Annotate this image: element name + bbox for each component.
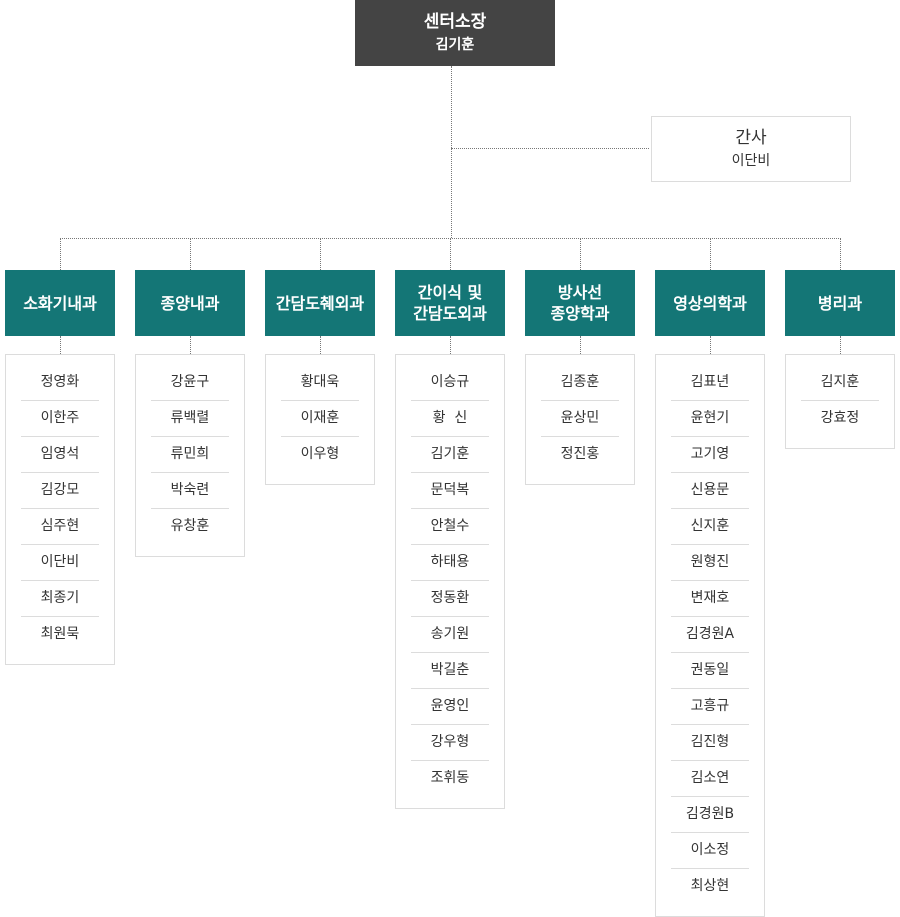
member-item: 송기원 — [411, 617, 489, 653]
connector-dept-5 — [710, 238, 711, 270]
member-item: 고기영 — [671, 437, 749, 473]
dept-header-transplant-surgery: 간이식 및 간담도외과 — [395, 270, 505, 336]
dept-header-radiation-oncology: 방사선 종양학과 — [525, 270, 635, 336]
dept-header-pathology: 병리과 — [785, 270, 895, 336]
member-item: 심주현 — [21, 509, 99, 545]
dept-header-oncology: 종양내과 — [135, 270, 245, 336]
member-item: 강윤구 — [151, 365, 229, 401]
member-list-oncology: 강윤구 류백렬 류민희 박숙련 유창훈 — [135, 354, 245, 557]
member-item: 하태용 — [411, 545, 489, 581]
connector-dept-2 — [320, 238, 321, 270]
member-item: 신용문 — [671, 473, 749, 509]
member-item: 신지훈 — [671, 509, 749, 545]
member-item: 정영화 — [21, 365, 99, 401]
secretary-box: 간사 이단비 — [651, 116, 851, 182]
director-box: 센터소장 김기훈 — [355, 0, 555, 66]
member-item: 류백렬 — [151, 401, 229, 437]
connector-dept-1 — [190, 238, 191, 270]
connector-list-1 — [190, 336, 191, 354]
member-item: 김기훈 — [411, 437, 489, 473]
member-item: 유창훈 — [170, 518, 210, 534]
member-item: 김종훈 — [541, 365, 619, 401]
member-item: 윤상민 — [541, 401, 619, 437]
member-item: 김표년 — [671, 365, 749, 401]
connector-dept-3 — [450, 238, 451, 270]
member-item: 조휘동 — [430, 770, 470, 786]
director-title: 센터소장 — [423, 12, 487, 32]
member-item: 최상현 — [690, 878, 730, 894]
member-item: 안철수 — [411, 509, 489, 545]
member-item: 황 신 — [411, 401, 489, 437]
member-item: 최종기 — [21, 581, 99, 617]
member-item: 김진형 — [671, 725, 749, 761]
member-item: 윤현기 — [671, 401, 749, 437]
member-item: 정진홍 — [560, 446, 600, 462]
member-item: 강효정 — [820, 410, 860, 426]
connector-list-2 — [320, 336, 321, 354]
member-item: 문덕복 — [411, 473, 489, 509]
member-list-radiology: 김표년 윤현기 고기영 신용문 신지훈 원형진 변재호 김경원A 권동일 고흥규… — [655, 354, 765, 917]
director-name: 김기훈 — [435, 37, 475, 53]
member-item: 윤영인 — [411, 689, 489, 725]
connector-list-5 — [710, 336, 711, 354]
connector-list-3 — [450, 336, 451, 354]
dept-header-hbp-surgery: 간담도췌외과 — [265, 270, 375, 336]
member-item: 김강모 — [21, 473, 99, 509]
connector-director-trunk — [451, 66, 452, 238]
member-item: 변재호 — [671, 581, 749, 617]
member-list-radiation-oncology: 김종훈 윤상민 정진홍 — [525, 354, 635, 485]
connector-dept-0 — [60, 238, 61, 270]
member-item: 이단비 — [21, 545, 99, 581]
member-list-hbp-surgery: 황대욱 이재훈 이우형 — [265, 354, 375, 485]
member-item: 이우형 — [300, 446, 340, 462]
member-item: 박숙련 — [151, 473, 229, 509]
member-list-transplant-surgery: 이승규 황 신 김기훈 문덕복 안철수 하태용 정동환 송기원 박길춘 윤영인 … — [395, 354, 505, 809]
connector-list-6 — [840, 336, 841, 354]
connector-dept-4 — [580, 238, 581, 270]
member-item: 강우형 — [411, 725, 489, 761]
member-list-pathology: 김지훈 강효정 — [785, 354, 895, 449]
dept-header-gastroenterology: 소화기내과 — [5, 270, 115, 336]
member-item: 고흥규 — [671, 689, 749, 725]
member-item: 원형진 — [671, 545, 749, 581]
member-item: 박길춘 — [411, 653, 489, 689]
connector-list-4 — [580, 336, 581, 354]
member-item: 황대욱 — [281, 365, 359, 401]
connector-dept-6 — [840, 238, 841, 270]
member-item: 김지훈 — [801, 365, 879, 401]
member-item: 권동일 — [671, 653, 749, 689]
member-item: 김소연 — [671, 761, 749, 797]
dept-header-radiology: 영상의학과 — [655, 270, 765, 336]
secretary-name: 이단비 — [731, 153, 771, 169]
member-item: 이한주 — [21, 401, 99, 437]
member-item: 류민희 — [151, 437, 229, 473]
connector-list-0 — [60, 336, 61, 354]
member-item: 이소정 — [671, 833, 749, 869]
member-item: 최원묵 — [40, 626, 80, 642]
member-list-gastroenterology: 정영화 이한주 임영석 김강모 심주현 이단비 최종기 최원묵 — [5, 354, 115, 665]
member-item: 김경원B — [671, 797, 749, 833]
member-item: 김경원A — [671, 617, 749, 653]
connector-secretary — [451, 148, 649, 149]
member-item: 이승규 — [411, 365, 489, 401]
member-item: 정동환 — [411, 581, 489, 617]
secretary-title: 간사 — [735, 128, 767, 148]
member-item: 임영석 — [21, 437, 99, 473]
member-item: 이재훈 — [281, 401, 359, 437]
